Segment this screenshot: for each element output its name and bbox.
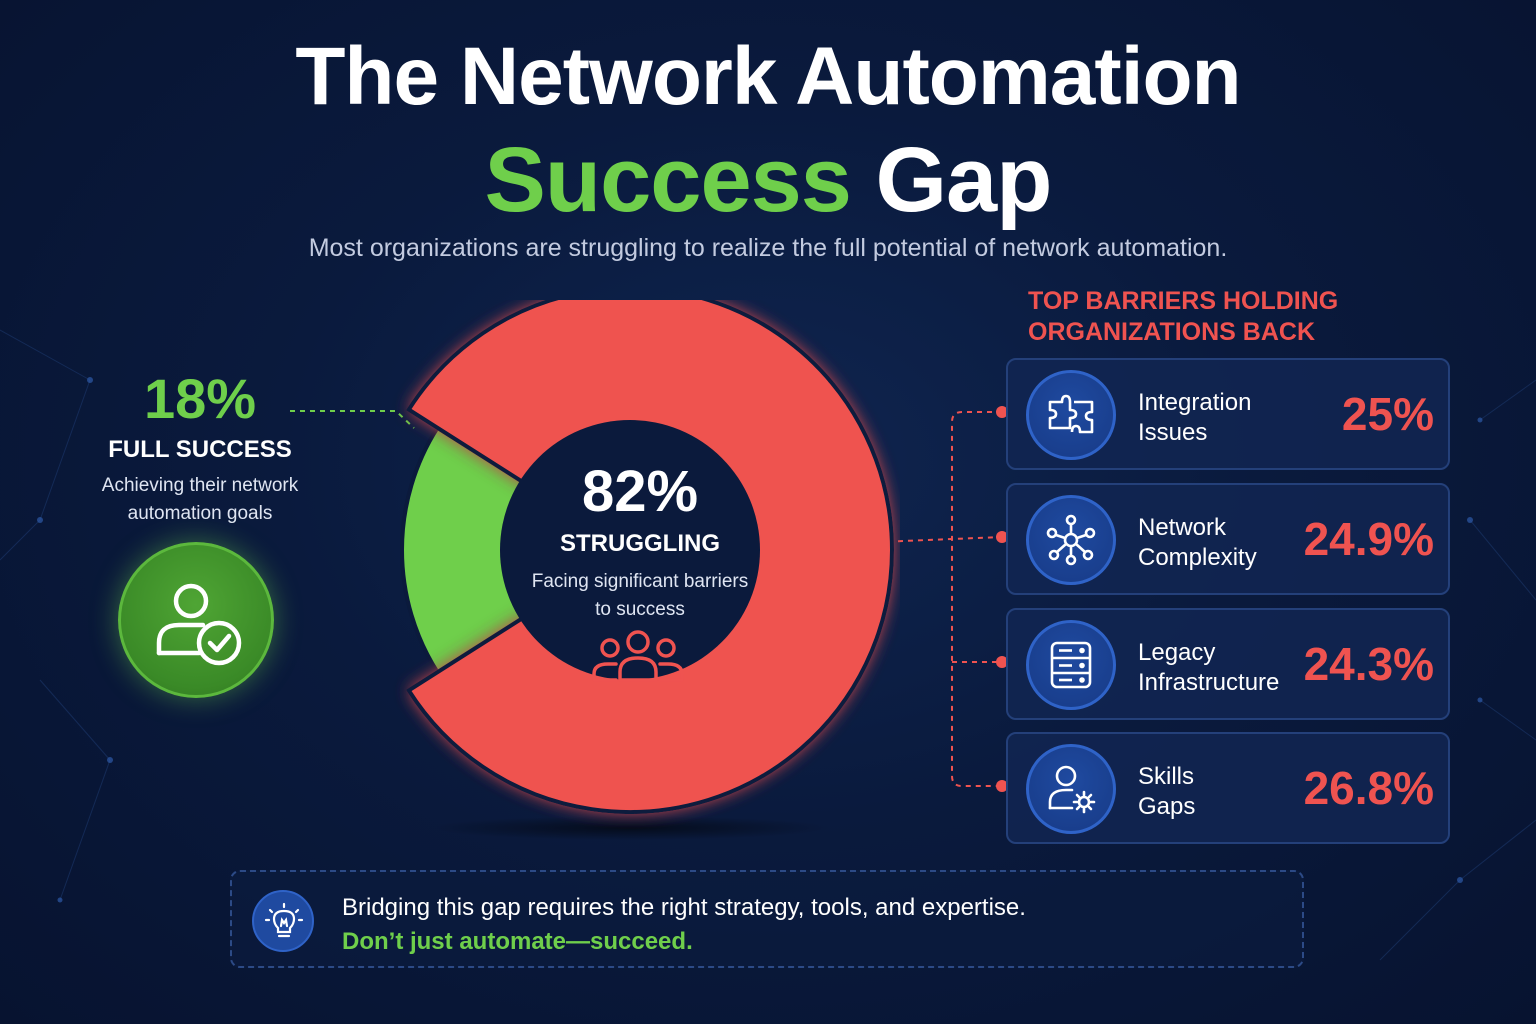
barrier-icon-circle [1026, 744, 1116, 834]
barrier-card-legacy-infrastructure: Legacy Infrastructure 24.3% [1006, 608, 1450, 720]
barrier-name-line1: Legacy [1138, 639, 1216, 666]
struggling-desc-line1: Facing significant barriers [531, 571, 749, 592]
barrier-card-network-complexity: Network Complexity 24.9% [1006, 483, 1450, 595]
success-connector [290, 410, 415, 429]
title-gap-word: Gap [875, 129, 1053, 231]
barrier-name: Network Complexity [1138, 513, 1308, 573]
barrier-name-line2: Infrastructure [1138, 669, 1280, 696]
footer-line2: Don’t just automate—succeed. [342, 928, 693, 955]
barriers-title-line1: TOP BARRIERS HOLDING [1028, 287, 1339, 315]
barrier-name-line1: Skills [1138, 763, 1195, 790]
success-desc-line2: automation goals [127, 503, 273, 524]
lightbulb-icon [264, 902, 304, 938]
barrier-name-line1: Integration [1138, 389, 1252, 416]
success-gap-donut-chart [400, 300, 894, 840]
footer-line1: Bridging this gap requires the right str… [342, 894, 1026, 921]
barrier-percent: 24.9% [1303, 513, 1434, 565]
server-icon [1050, 641, 1092, 689]
barrier-name-line1: Network [1138, 514, 1227, 541]
user-gear-icon [1048, 765, 1096, 814]
group-icon [592, 630, 684, 682]
donut-shadow [430, 816, 830, 840]
success-badge [118, 542, 274, 698]
barrier-name-line2: Issues [1138, 419, 1208, 446]
footer-icon-circle [252, 890, 314, 952]
barrier-name: Integration Issues [1138, 388, 1308, 448]
page-title-line2: Success Gap [0, 128, 1536, 233]
connector-dot [996, 406, 1008, 418]
barriers-title: TOP BARRIERS HOLDING ORGANIZATIONS BACK [1028, 286, 1448, 348]
barrier-percent: 26.8% [1303, 762, 1434, 814]
barrier-icon-circle [1026, 370, 1116, 460]
barrier-name: Legacy Infrastructure [1138, 638, 1308, 698]
barrier-name-line2: Complexity [1138, 544, 1257, 571]
barrier-card-skills-gaps: Skills Gaps 26.8% [1006, 732, 1450, 844]
barrier-name-line2: Gaps [1138, 793, 1196, 820]
footer-callout: Bridging this gap requires the right str… [230, 870, 1304, 968]
page-title-line1: The Network Automation [295, 31, 1241, 122]
barrier-icon-circle [1026, 495, 1116, 585]
user-check-icon [156, 583, 242, 666]
barrier-icon-circle [1026, 620, 1116, 710]
struggling-description: Facing significant barriers to success [510, 568, 770, 624]
page-subtitle: Most organizations are struggling to rea… [308, 234, 1228, 262]
barrier-connectors [877, 411, 1003, 787]
connector-dot [996, 780, 1008, 792]
barrier-percent: 24.3% [1303, 638, 1434, 690]
title-success-word: Success [484, 129, 852, 231]
network-nodes-icon [1046, 514, 1096, 566]
connector-dot [996, 656, 1008, 668]
barrier-card-integration: Integration Issues 25% [1006, 358, 1450, 470]
puzzle-icon [1048, 394, 1094, 434]
struggling-label: STRUGGLING [560, 530, 720, 557]
success-desc-line1: Achieving their network [101, 475, 299, 496]
barriers-title-line2: ORGANIZATIONS BACK [1028, 318, 1316, 346]
struggling-desc-line2: to success [595, 599, 685, 620]
donut-hole [500, 420, 760, 680]
barrier-name: Skills Gaps [1138, 762, 1308, 822]
struggling-percent: 82% [581, 459, 699, 524]
success-percent: 18% [143, 367, 257, 430]
barrier-percent: 25% [1341, 388, 1434, 440]
success-label: FULL SUCCESS [108, 436, 292, 463]
success-description: Achieving their network automation goals [70, 472, 330, 528]
connector-dot [996, 531, 1008, 543]
